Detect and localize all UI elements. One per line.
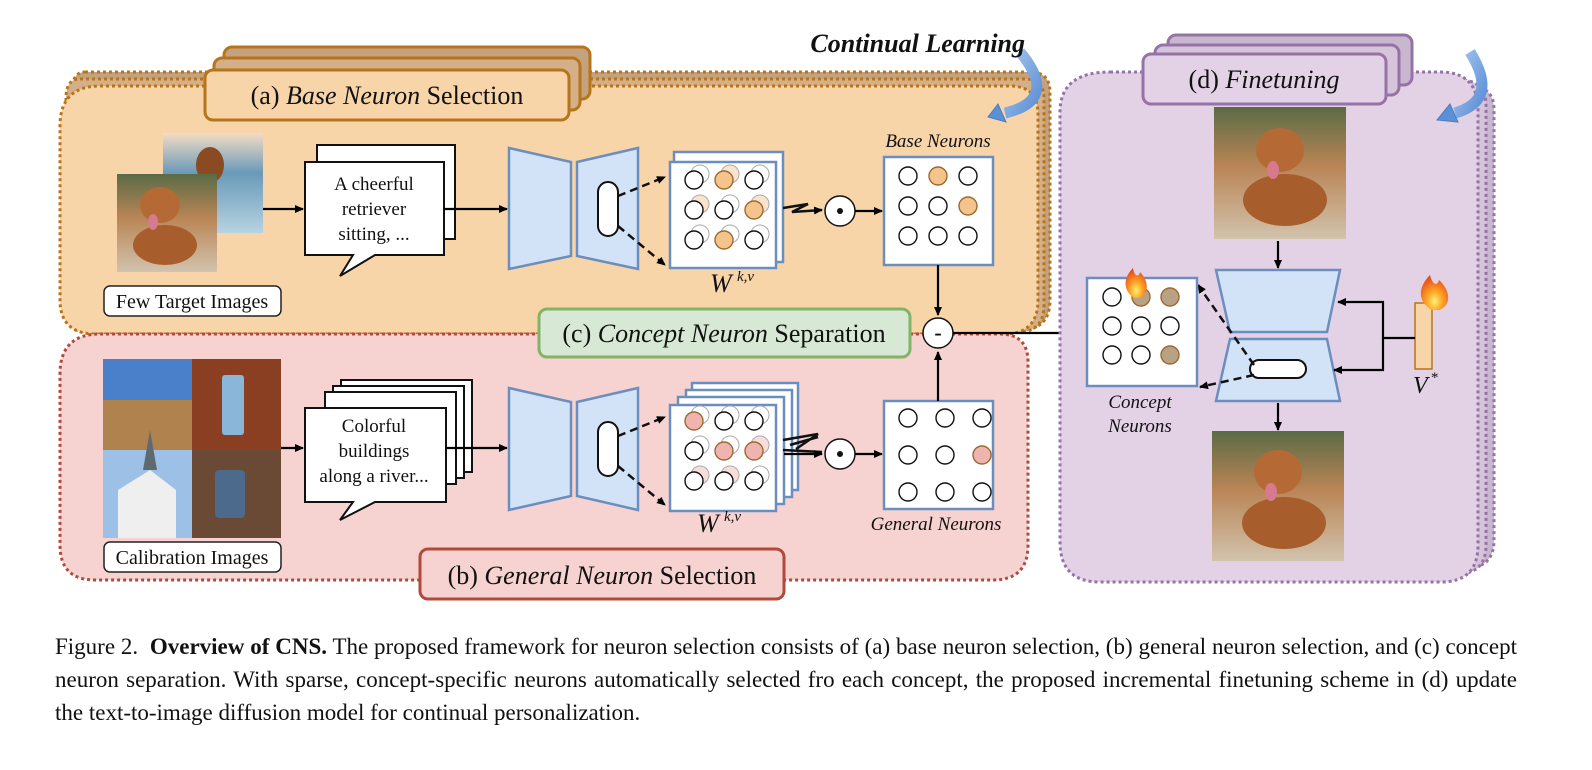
caption-title: Overview of CNS. — [149, 634, 327, 659]
concept-neurons-grid — [1102, 287, 1180, 365]
prompt-bubble-a — [304, 161, 445, 277]
unet-b — [507, 386, 640, 512]
neuron-selected — [1160, 345, 1180, 365]
prompt-b-line: Colorful — [342, 416, 406, 437]
panel-c-title-box — [537, 307, 912, 359]
neuron — [714, 411, 734, 431]
continual-learning-label: Continual Learning — [810, 29, 1025, 58]
panel-a-title: (a) Base Neuron Selection — [251, 81, 524, 110]
concept-neurons-label: Neurons — [1107, 416, 1172, 437]
weight-neurons-a — [684, 164, 770, 250]
neuron — [1102, 287, 1122, 307]
neuron — [744, 471, 764, 491]
panel-d-title: (d) Finetuning — [1189, 65, 1340, 94]
base-neurons-label: Base Neurons — [885, 131, 990, 152]
neuron — [714, 471, 734, 491]
neuron-selected — [684, 411, 704, 431]
unet-d-encoder — [1214, 268, 1342, 334]
panel-b-title: (b) General Neuron Selection — [448, 561, 757, 590]
neuron — [928, 226, 948, 246]
neuron — [898, 166, 918, 186]
token-embedding-v-star — [1414, 302, 1433, 370]
prompt-b-line: buildings — [339, 441, 410, 462]
prompt-a-line: A cheerful — [334, 174, 414, 195]
neuron — [898, 408, 918, 428]
token-label: V — [1413, 373, 1430, 399]
neuron — [928, 196, 948, 216]
panel-c-title: (c) Concept Neuron Separation — [562, 319, 885, 348]
neuron — [898, 445, 918, 465]
neuron — [684, 200, 704, 220]
neuron — [684, 170, 704, 190]
panel-c-concept-neuron-separation: (c) Concept Neuron Separation - — [537, 307, 1085, 359]
panel-b-title-box — [418, 547, 786, 601]
neuron-selected — [714, 441, 734, 461]
calibration-images-label: Calibration Images — [116, 547, 269, 569]
neuron-selected — [928, 166, 948, 186]
neuron — [958, 226, 978, 246]
neuron — [935, 482, 955, 502]
panel-d-finetuning: (d) Finetuning Concept Neurons V * — [1058, 33, 1496, 584]
cns-overview-diagram: (a) Base Neuron Selection Few Target Ima… — [58, 29, 1496, 601]
neuron — [972, 408, 992, 428]
neuron-selected — [714, 230, 734, 250]
neuron — [898, 482, 918, 502]
few-target-images-label-box — [103, 285, 282, 317]
general-neurons-grid — [898, 408, 992, 502]
concept-neurons-label: Concept — [1108, 392, 1172, 413]
neuron — [898, 226, 918, 246]
neuron — [714, 200, 734, 220]
panel-a-base-neuron-selection: (a) Base Neuron Selection Few Target Ima… — [58, 29, 1052, 336]
fire-icon — [1125, 268, 1147, 298]
calibration-images-grid — [103, 359, 281, 538]
neuron — [684, 471, 704, 491]
weight-label-b-sup: k,v — [724, 509, 741, 525]
calibration-images-label-box — [103, 541, 282, 573]
weight-neurons-b — [684, 405, 770, 491]
neuron — [744, 230, 764, 250]
neuron — [1102, 316, 1122, 336]
figure-caption: Figure 2. Overview of CNS. The proposed … — [55, 630, 1517, 729]
neuron — [935, 408, 955, 428]
neuron — [684, 441, 704, 461]
neuron — [744, 170, 764, 190]
neuron — [898, 196, 918, 216]
subtract-operator-label: - — [934, 320, 941, 345]
token-label-sup: * — [1431, 370, 1439, 386]
neuron — [684, 230, 704, 250]
fire-icon — [1420, 275, 1449, 310]
prompt-bubble-b — [304, 407, 447, 521]
neuron — [744, 411, 764, 431]
neuron-selected — [1160, 287, 1180, 307]
panel-a-title-box — [203, 68, 571, 122]
prompt-b-line: along a river... — [319, 466, 428, 487]
caption-text: The proposed framework for neuron select… — [55, 634, 1517, 725]
weight-label-a-sup: k,v — [737, 269, 754, 285]
neuron — [958, 166, 978, 186]
base-neurons-grid — [898, 166, 978, 246]
neuron-selected — [744, 200, 764, 220]
neuron — [1131, 316, 1151, 336]
prompt-a-line: sitting, ... — [338, 224, 409, 245]
neuron-selected — [714, 170, 734, 190]
weight-label-b: W — [697, 509, 721, 538]
panel-d-title-box — [1141, 52, 1388, 106]
neuron-selected — [958, 196, 978, 216]
panel-b-general-neuron-selection: (b) General Neuron Selection Calibration… — [58, 332, 1030, 601]
neuron-selected — [972, 445, 992, 465]
neuron — [935, 445, 955, 465]
neuron-selected — [744, 441, 764, 461]
unet-a — [507, 146, 640, 271]
neuron — [1102, 345, 1122, 365]
weight-label-a: W — [710, 269, 734, 298]
prompt-a-line: retriever — [342, 199, 407, 220]
caption-figure-number: Figure 2. — [55, 634, 139, 659]
few-target-images-label: Few Target Images — [116, 291, 268, 313]
neuron — [972, 482, 992, 502]
neuron — [1160, 316, 1180, 336]
general-neurons-label: General Neurons — [871, 514, 1002, 535]
neuron — [1131, 345, 1151, 365]
